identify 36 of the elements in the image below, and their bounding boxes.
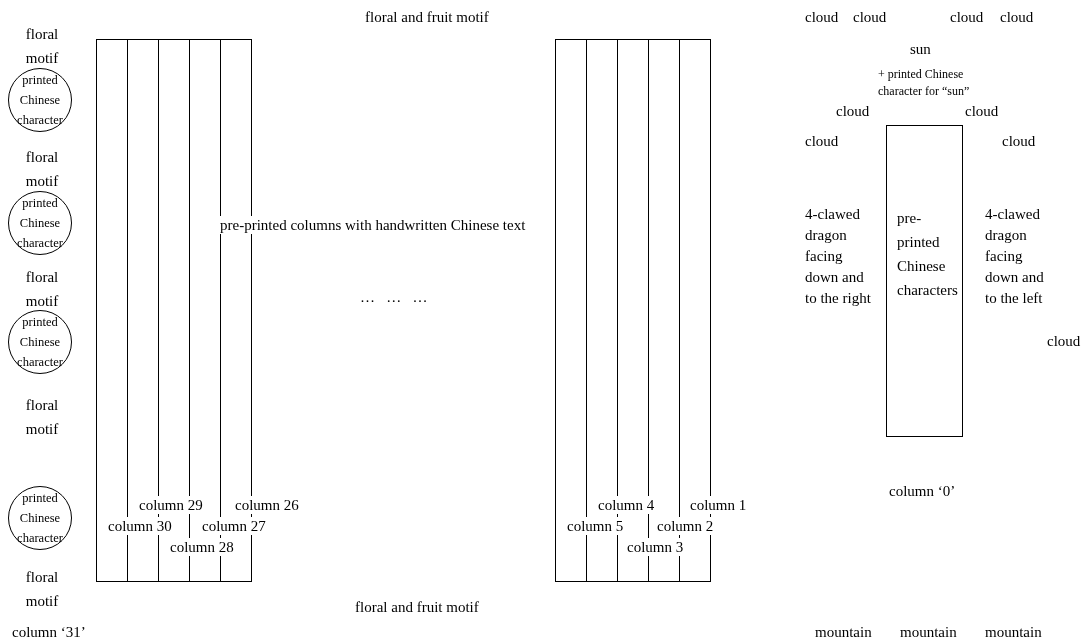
column-label: column 28	[170, 538, 234, 556]
motif-label: floral motif	[24, 25, 60, 68]
column-label: column 26	[235, 496, 299, 514]
column-label: column 4	[598, 496, 655, 514]
mountain-label: mountain	[985, 623, 1042, 641]
motif-label: floral and fruit motif	[355, 598, 479, 616]
dragon-label: 4-clawed dragon facing down and to the right	[805, 205, 871, 308]
caption-text: pre-printed columns with handwritten Chinese text	[220, 216, 526, 234]
character-column-box: pre-printed Chinese characters	[886, 125, 963, 437]
dragon-label: 4-clawed dragon facing down and to the left	[985, 205, 1045, 308]
motif-label: floral motif	[24, 148, 60, 191]
cloud-label: cloud	[950, 8, 984, 26]
motif-label: floral motif	[24, 268, 60, 311]
column-label: column 27	[202, 517, 266, 535]
mountain-label: mountain	[815, 623, 872, 641]
column-label: column 1	[690, 496, 747, 514]
cloud-label: cloud	[1000, 8, 1034, 26]
motif-label: floral and fruit motif	[365, 8, 489, 26]
note-text: + printed Chinese character for “sun”	[878, 66, 971, 100]
cloud-label: cloud	[853, 8, 887, 26]
cloud-label: cloud	[805, 8, 839, 26]
cloud-label: cloud	[836, 102, 870, 120]
cloud-label: cloud	[1002, 132, 1036, 150]
cloud-label: cloud	[1047, 332, 1081, 350]
motif-label: floral motif	[24, 568, 60, 611]
column-label: column 2	[657, 517, 714, 535]
column-label: column 29	[139, 496, 203, 514]
cloud-label: cloud	[805, 132, 839, 150]
ellipsis-text: … … …	[360, 288, 428, 306]
cloud-label: cloud	[965, 102, 999, 120]
sun-label: sun	[910, 40, 931, 58]
column-label: column 3	[627, 538, 684, 556]
motif-label: floral motif	[24, 396, 60, 439]
column-label: column 30	[108, 517, 172, 535]
column-label: column 5	[567, 517, 624, 535]
mountain-label: mountain	[900, 623, 957, 641]
